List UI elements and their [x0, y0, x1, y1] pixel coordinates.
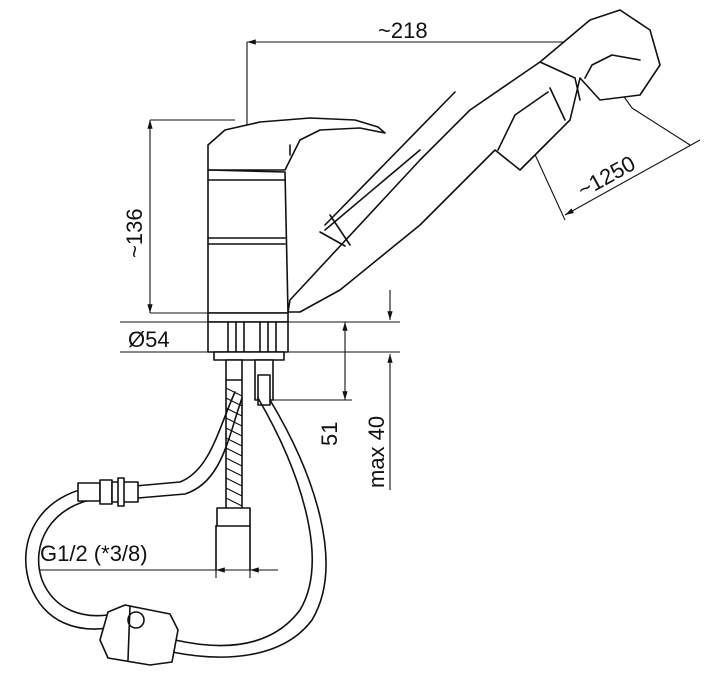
label-spout-reach: ~218 [378, 18, 428, 43]
faucet-body [207, 9, 661, 406]
label-below-deck: 51 [317, 422, 342, 446]
label-height: ~136 [122, 208, 147, 258]
label-connection-thread: G1/2 (*3/8) [40, 541, 148, 566]
dimension-labels: ~218 ~136 ~1250 Ø54 51 max 40 G1/2 (*3/8… [40, 18, 639, 566]
hoses [25, 379, 327, 666]
label-hose-length: ~1250 [573, 151, 639, 203]
label-deck-thickness: max 40 [364, 416, 389, 488]
label-base-diameter: Ø54 [128, 327, 170, 352]
